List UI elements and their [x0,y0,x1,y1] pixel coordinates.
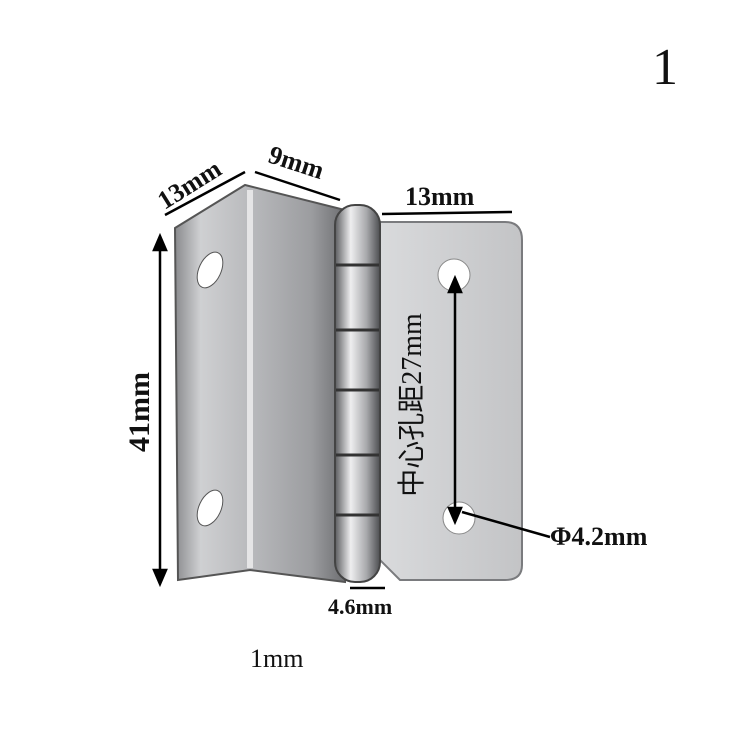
hole-top-left [196,251,224,289]
hole-distance-label: 中心孔距27mm [396,313,428,497]
knuckle [334,204,381,583]
height-label: 41mm [122,372,156,452]
left-leaf [173,183,346,584]
dimension-lines [152,170,551,590]
hole-diameter-label: Φ4.2mm [550,522,648,551]
right-leaf-width-label: 13mm [405,182,475,211]
thickness-label: 1mm [250,644,304,673]
hole-bottom-left [196,489,224,527]
variant-number: 1 [652,39,678,96]
knuckle-diameter-label: 4.6mm [328,594,393,619]
